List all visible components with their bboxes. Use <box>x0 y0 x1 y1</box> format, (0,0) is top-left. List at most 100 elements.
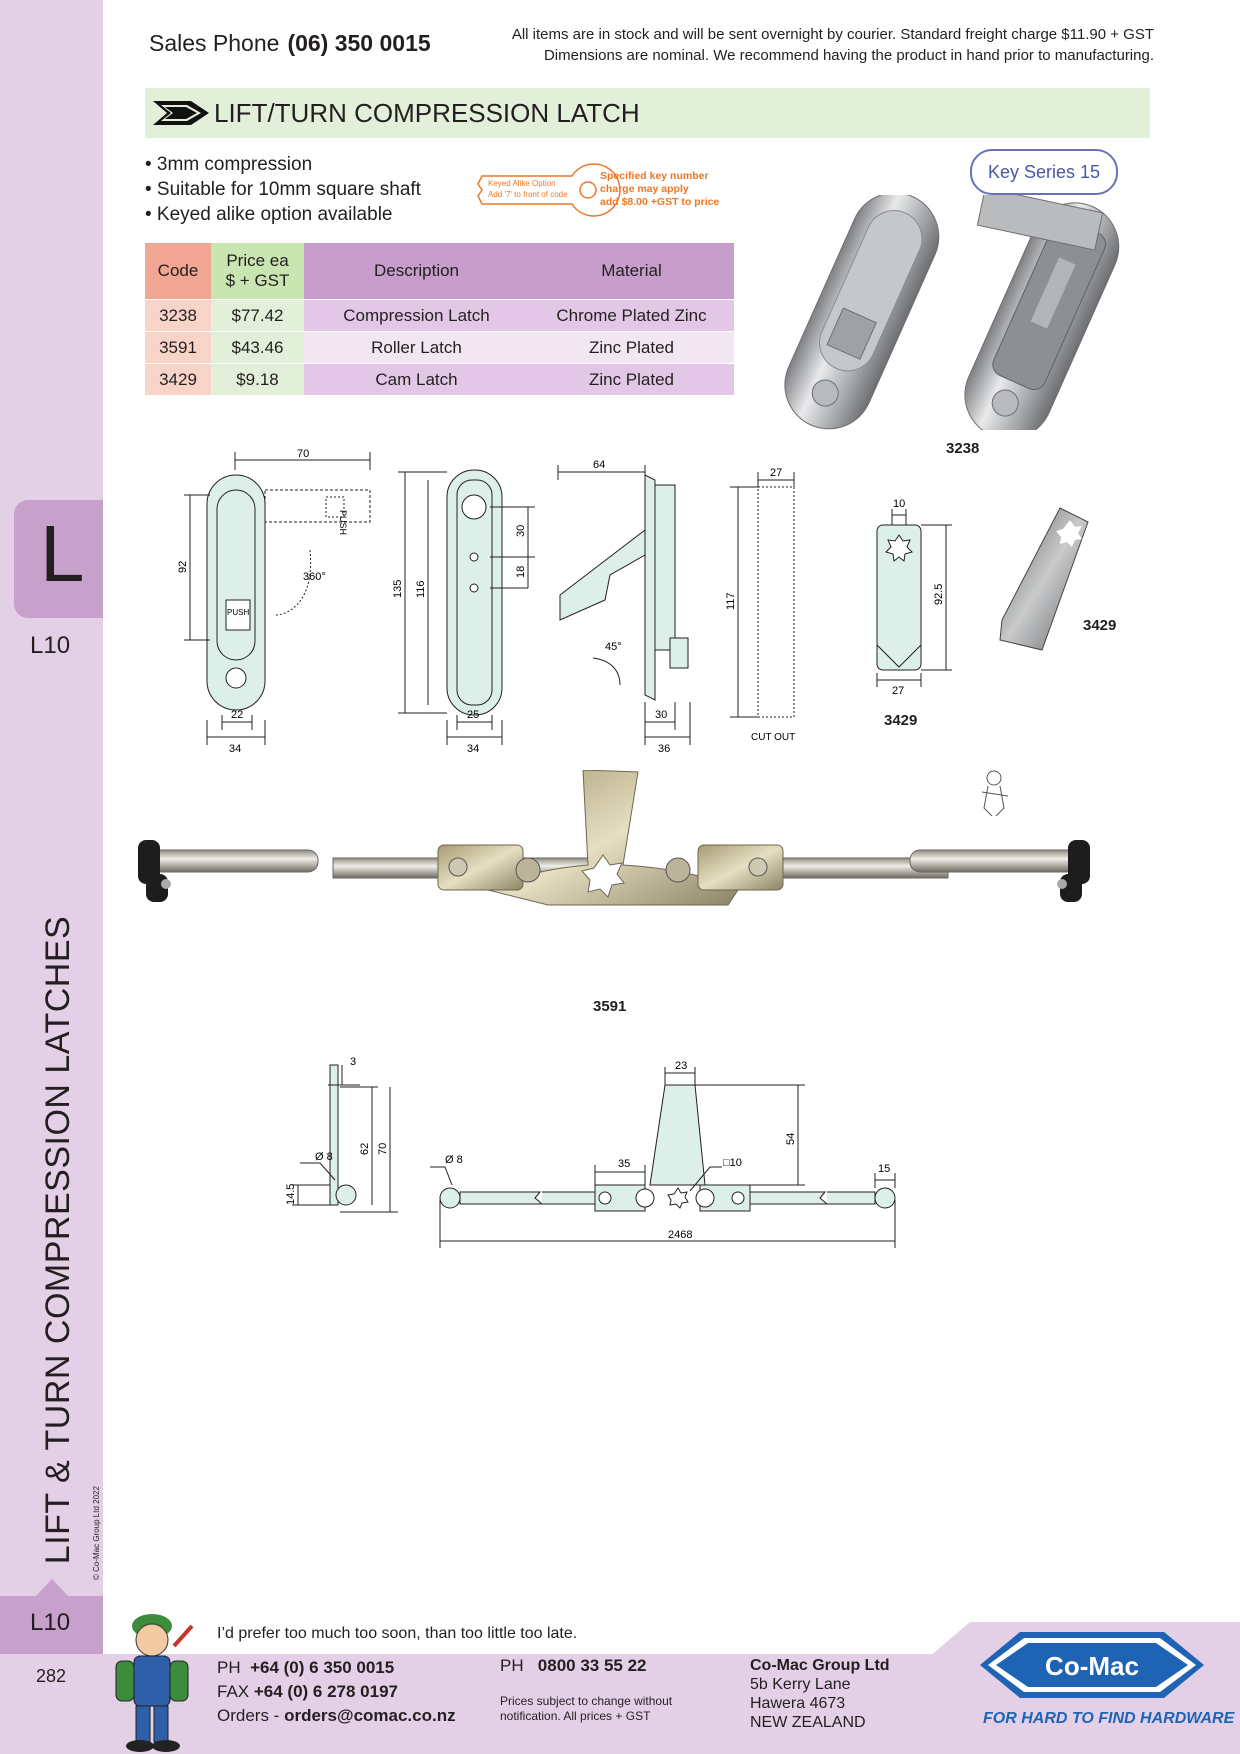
cam-photo-3429 <box>999 507 1089 651</box>
feature-list: • 3mm compression • Suitable for 10mm sq… <box>145 152 421 227</box>
dim-cam-height: 92.5 <box>933 584 945 605</box>
feature-item: • 3mm compression <box>145 154 313 175</box>
dim-side-18: 18 <box>515 566 527 578</box>
product-photo-3591 <box>138 770 1090 906</box>
dim-roller-35: 35 <box>618 1158 630 1170</box>
product-photo-3238 <box>784 195 1120 430</box>
footer-orders-row: Orders - orders@comac.co.nz <box>217 1704 456 1728</box>
latch-closed-image <box>784 195 940 430</box>
dim-rotation: 360° <box>303 571 326 583</box>
cell-code: 3238 <box>145 299 211 332</box>
footer-address: Co-Mac Group Ltd 5b Kerry Lane Hawera 46… <box>750 1656 890 1732</box>
table-row: 3429 $9.18 Cam Latch Zinc Plated <box>145 363 734 395</box>
technical-drawing-3238: PUSH PUSH 70 92 360° 22 34 135 116 30 18… <box>177 448 795 755</box>
dim-front-outer: 34 <box>229 743 241 755</box>
section-code-top: L10 <box>30 632 71 659</box>
section-letter-tab: L <box>14 500 103 618</box>
footer-freephone: PH 0800 33 55 22 <box>500 1656 647 1676</box>
page-number: 282 <box>36 1666 67 1686</box>
roller-rod-right <box>909 840 1090 902</box>
dim-side-34: 34 <box>467 743 479 755</box>
key-outline-icon <box>477 163 621 217</box>
comac-logo: Co-Mac <box>980 1632 1204 1698</box>
key-line2: Add '7' to front of code <box>488 190 568 199</box>
sales-phone-label: Sales Phone <box>149 30 280 56</box>
dim-roller-14: 14.5 <box>285 1184 297 1205</box>
left-sidebar <box>0 0 103 1754</box>
header-material: Material <box>529 243 734 300</box>
section-code-bottom-tab: L10 <box>0 1596 103 1654</box>
cell-description: Cam Latch <box>304 363 529 395</box>
header-note: All items are in stock and will be sent … <box>512 24 1154 66</box>
dim-side-30: 30 <box>515 525 527 537</box>
photo-label-3591: 3591 <box>593 998 627 1015</box>
dim-roller-70: 70 <box>377 1143 389 1155</box>
arrow-right-icon <box>153 101 209 125</box>
keyed-alike-note: Keyed Alike Option Add '7' to front of c… <box>477 163 719 217</box>
header-price-line2: $ + GST <box>225 271 290 290</box>
dim-profile-64: 64 <box>593 459 605 471</box>
footer-orders-label: Orders - <box>217 1706 280 1725</box>
dim-roller-plan-dia: Ø 8 <box>445 1154 463 1166</box>
section-title: LIFT/TURN COMPRESSION LATCH <box>214 98 640 128</box>
vertical-section-title: LIFT & TURN COMPRESSION LATCHES <box>39 915 77 1565</box>
cut-out-label: CUT OUT <box>751 732 795 743</box>
section-title-bar: LIFT/TURN COMPRESSION LATCH <box>145 88 1150 138</box>
dim-cutout-height: 117 <box>725 592 737 610</box>
footer-phone-label: PH <box>217 1658 241 1677</box>
footer-fax-number[interactable]: +64 (0) 6 278 0197 <box>253 1682 399 1701</box>
header-note-line1: All items are in stock and will be sent … <box>511 26 1154 43</box>
company-name: Co-Mac Group Ltd <box>750 1657 890 1674</box>
dim-front-height: 92 <box>177 561 189 573</box>
address-line1: 5b Kerry Lane <box>750 1676 851 1693</box>
price-table: Code Price ea$ + GST Description Materia… <box>145 243 734 395</box>
keyed-note-line1: Specified key number <box>600 170 709 182</box>
feature-item: • Suitable for 10mm square shaft <box>145 179 421 200</box>
footer-phone-number[interactable]: +64 (0) 6 350 0015 <box>250 1658 395 1677</box>
mascot-image <box>115 1614 194 1752</box>
cell-material: Zinc Plated <box>529 331 734 364</box>
cell-description: Roller Latch <box>304 331 529 364</box>
latch-handle-image <box>976 195 1104 251</box>
dim-profile-angle: 45° <box>605 641 622 653</box>
keyed-note-line3: add $8.00 +GST to price <box>600 196 719 208</box>
dim-roller-square: □10 <box>723 1157 742 1169</box>
push-label-drawing: PUSH <box>338 510 348 535</box>
footer-slogan: I’d prefer too much too soon, than too l… <box>217 1625 578 1642</box>
dim-side-25: 25 <box>467 709 479 721</box>
footer-orders-email[interactable]: orders@comac.co.nz <box>284 1706 456 1725</box>
keyed-note-line2: charge may apply <box>600 183 689 195</box>
address-line3: NEW ZEALAND <box>750 1714 866 1731</box>
dim-roller-23: 23 <box>675 1060 687 1072</box>
mascot-sketch-icon <box>981 770 1009 817</box>
key-series-badge: Key Series 15 <box>970 149 1118 195</box>
photo-label-3429: 3429 <box>1083 617 1117 634</box>
cell-material: Zinc Plated <box>529 363 734 395</box>
cam-drawing-3429: 10 92.5 27 <box>876 498 952 695</box>
cell-price: $77.42 <box>211 299 304 332</box>
dim-front-inner: 22 <box>231 709 243 721</box>
dim-profile-30: 30 <box>655 709 667 721</box>
cut-out-outline <box>757 486 795 718</box>
dim-front-width: 70 <box>297 448 309 460</box>
footer-phone-row: PH +64 (0) 6 350 0015 <box>217 1656 456 1680</box>
technical-drawing-3591: 3 62 70 Ø 8 14.5 23 54 35 □10 Ø 8 15 246… <box>285 1056 896 1248</box>
sales-phone-number[interactable]: (06) 350 0015 <box>287 30 431 56</box>
dim-roller-t: 3 <box>350 1056 356 1068</box>
header-price-line1: Price ea <box>226 251 289 270</box>
roller-rod-left <box>138 840 319 902</box>
dim-side-inner: 116 <box>415 580 427 598</box>
cell-code: 3429 <box>145 363 211 395</box>
cell-material: Chrome Plated Zinc <box>529 299 734 332</box>
key-line1: Keyed Alike Option <box>488 179 556 188</box>
header-code: Code <box>145 243 211 300</box>
logo-text: Co-Mac <box>1045 1651 1139 1681</box>
cell-price: $43.46 <box>211 331 304 364</box>
table-header-row: Code Price ea$ + GST Description Materia… <box>145 243 734 300</box>
dim-cam-width: 27 <box>892 685 904 695</box>
price-note-line1: Prices subject to change without <box>500 1694 673 1708</box>
footer-ph2-number[interactable]: 0800 33 55 22 <box>537 1656 647 1675</box>
footer-fax-label: FAX <box>217 1682 250 1701</box>
header-description: Description <box>304 243 529 300</box>
photo-label-3238: 3238 <box>946 440 980 457</box>
